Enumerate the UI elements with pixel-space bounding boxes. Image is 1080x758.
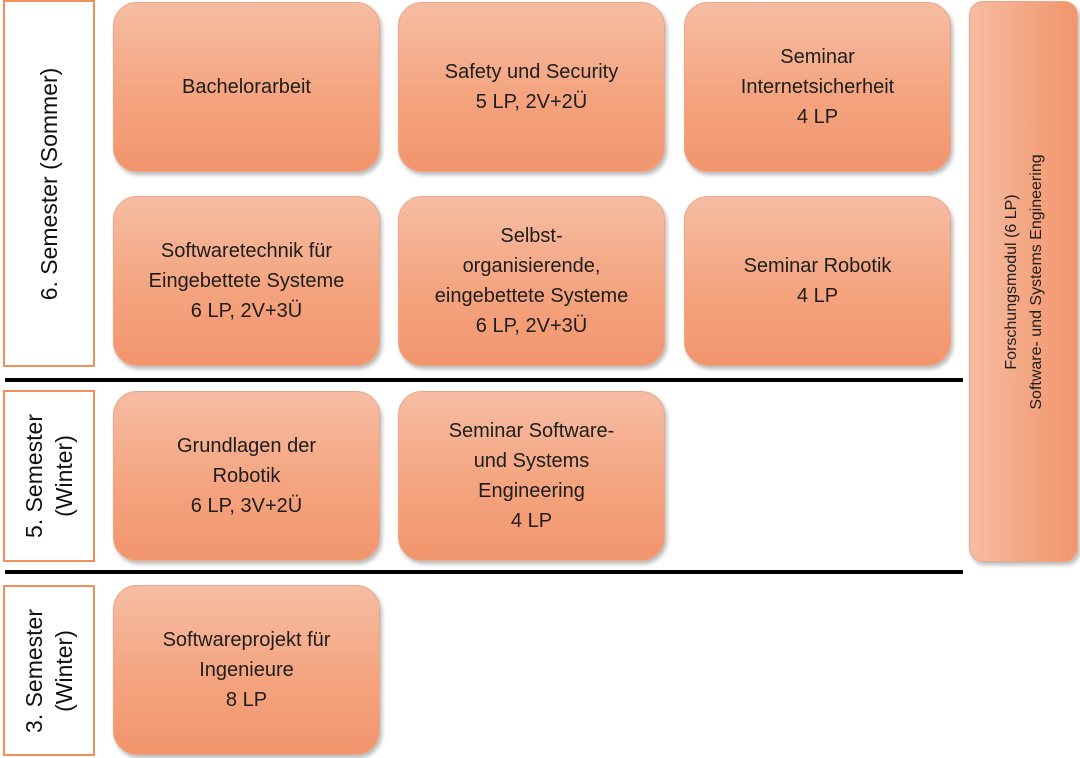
- semester-label-3: 3. Semester (Winter): [3, 585, 95, 756]
- module-title-line1: Seminar Software-: [448, 420, 615, 442]
- module-card-bachelorarbeit: Bachelorarbeit: [113, 2, 380, 172]
- semester-label-6-line1: 6. Semester (Sommer): [36, 67, 62, 300]
- semester-label-6: 6. Semester (Sommer): [3, 0, 95, 367]
- module-credits: 4 LP: [510, 510, 553, 532]
- module-title: Seminar Robotik: [743, 255, 892, 277]
- module-card-seminar-software-systems: Seminar Software- und Systems Engineerin…: [398, 391, 665, 561]
- module-credits: 6 LP, 3V+2Ü: [190, 495, 303, 517]
- semester-label-5: 5. Semester (Winter): [3, 390, 95, 562]
- module-card-text: Softwareprojekt für Ingenieure 8 LP: [163, 625, 331, 715]
- module-card-text: Softwaretechnik für Eingebettete Systeme…: [149, 236, 345, 326]
- semester-divider-6-5: [5, 378, 963, 382]
- module-title-line1: Seminar: [780, 46, 855, 68]
- module-card-seminar-internetsicherheit: Seminar Internetsicherheit 4 LP: [684, 2, 951, 172]
- module-credits: 5 LP, 2V+2Ü: [475, 91, 588, 113]
- module-title-line3: Engineering: [478, 480, 585, 502]
- research-module-line1: Forschungsmodul (6 LP): [1002, 193, 1020, 370]
- module-title-line2: und Systems: [473, 450, 590, 472]
- semester-label-5-text: 5. Semester (Winter): [19, 414, 79, 538]
- module-credits: 6 LP, 2V+3Ü: [475, 315, 588, 337]
- module-card-softwaretechnik-eingebettete: Softwaretechnik für Eingebettete Systeme…: [113, 196, 380, 366]
- module-title-line2: Internetsicherheit: [740, 76, 895, 98]
- semester-label-5-line2: (Winter): [51, 435, 77, 517]
- semester-label-6-text: 6. Semester (Sommer): [34, 67, 64, 300]
- module-credits: 8 LP: [225, 689, 268, 711]
- module-card-text: Seminar Software- und Systems Engineerin…: [449, 416, 615, 536]
- semester-label-3-line1: 3. Semester: [21, 608, 47, 733]
- module-title-line2: organisierende,: [462, 255, 601, 277]
- module-title-line2: Ingenieure: [199, 659, 294, 681]
- research-module-text: Forschungsmodul (6 LP) Software- und Sys…: [999, 154, 1049, 409]
- module-credits: 4 LP: [796, 285, 839, 307]
- research-module-line2: Software- und Systems Engineering: [1027, 153, 1045, 410]
- module-card-seminar-robotik: Seminar Robotik 4 LP: [684, 196, 951, 366]
- module-title-line1: Softwareprojekt für: [162, 629, 331, 651]
- module-card-text: Grundlagen der Robotik 6 LP, 3V+2Ü: [177, 431, 316, 521]
- module-title-line2: Eingebettete Systeme: [148, 270, 345, 292]
- module-card-text: Bachelorarbeit: [182, 72, 311, 102]
- module-card-safety-security: Safety und Security 5 LP, 2V+2Ü: [398, 2, 665, 172]
- module-title-line3: eingebettete Systeme: [434, 285, 629, 307]
- module-card-text: Selbst- organisierende, eingebettete Sys…: [435, 221, 628, 341]
- module-card-text: Seminar Robotik 4 LP: [744, 251, 892, 311]
- semester-divider-5-3: [5, 570, 963, 574]
- module-title: Safety und Security: [444, 61, 619, 83]
- semester-label-5-line1: 5. Semester: [21, 414, 47, 538]
- module-card-grundlagen-robotik: Grundlagen der Robotik 6 LP, 3V+2Ü: [113, 391, 380, 561]
- module-card-selbstorganisierende-systeme: Selbst- organisierende, eingebettete Sys…: [398, 196, 665, 366]
- module-card-text: Safety und Security 5 LP, 2V+2Ü: [445, 57, 618, 117]
- module-card-text: Seminar Internetsicherheit 4 LP: [741, 42, 894, 132]
- module-credits: 6 LP, 2V+3Ü: [190, 300, 303, 322]
- module-title-line1: Selbst-: [500, 225, 563, 247]
- module-title: Bachelorarbeit: [182, 76, 311, 98]
- module-title-line1: Softwaretechnik für: [160, 240, 333, 262]
- module-credits: 4 LP: [796, 106, 839, 128]
- module-title-line2: Robotik: [212, 465, 281, 487]
- semester-label-3-text: 3. Semester (Winter): [19, 609, 79, 733]
- module-title-line1: Grundlagen der: [177, 435, 316, 457]
- semester-label-3-line2: (Winter): [51, 629, 77, 712]
- module-card-forschungsmodul: Forschungsmodul (6 LP) Software- und Sys…: [969, 1, 1078, 562]
- module-card-softwareprojekt-ingenieure: Softwareprojekt für Ingenieure 8 LP: [113, 585, 380, 755]
